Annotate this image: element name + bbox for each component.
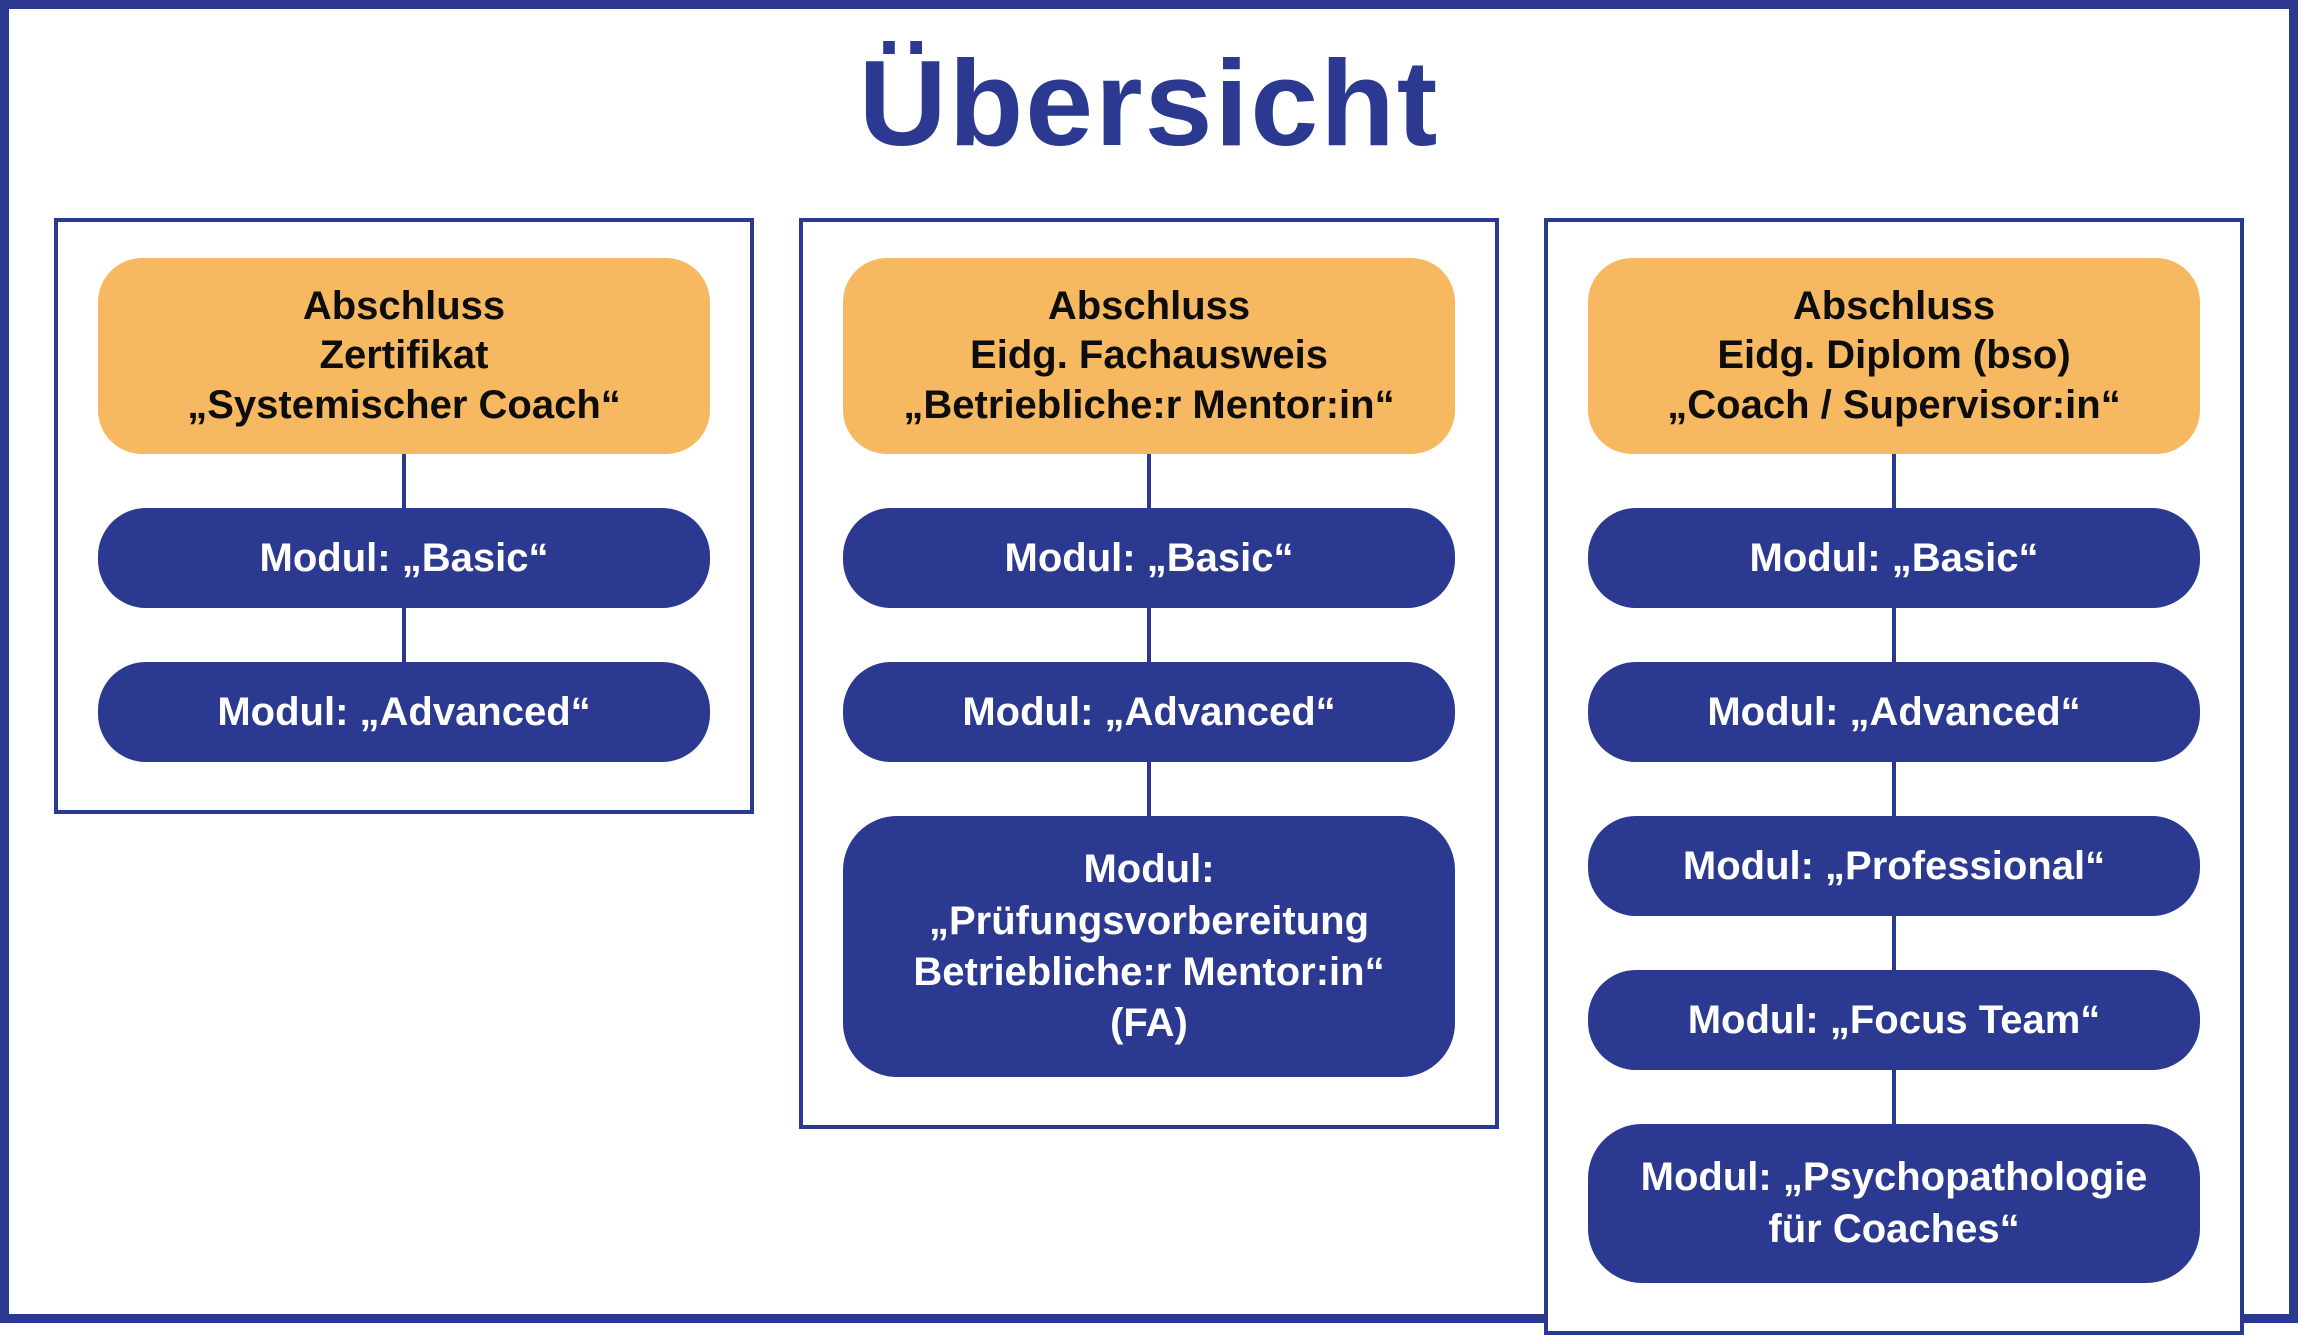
connector-line: [402, 608, 406, 663]
header-line: „Betriebliche:r Mentor:in“: [903, 382, 1395, 427]
module-box: Modul: „Basic“: [843, 508, 1455, 609]
page-title: Übersicht: [858, 35, 1440, 171]
connector-line: [1892, 1070, 1896, 1125]
connector-line: [1892, 454, 1896, 509]
connector-line: [1892, 762, 1896, 817]
connector-line: [1892, 916, 1896, 971]
module-box: Modul: „Advanced“: [98, 662, 710, 763]
module-box: Modul: „Advanced“: [843, 662, 1455, 763]
header-line: Eidg. Diplom (bso): [1717, 333, 2071, 378]
module-box: Modul: „Basic“: [98, 508, 710, 609]
header-line: Abschluss: [1792, 283, 1996, 328]
module-line: Modul: „Professional“: [1682, 843, 2106, 888]
connector-line: [1147, 762, 1151, 817]
module-line: Modul: „Advanced“: [962, 689, 1336, 734]
module-line: (FA): [1110, 1000, 1188, 1045]
module-box: Modul: „Basic“: [1588, 508, 2200, 609]
header-line: Zertifikat: [319, 333, 489, 378]
module-box: Modul: „Professional“: [1588, 816, 2200, 917]
connector-line: [402, 454, 406, 509]
header-line: Abschluss: [302, 283, 506, 328]
module-line: Modul: „Basic“: [259, 535, 549, 580]
header-line: „Systemischer Coach“: [187, 382, 621, 427]
module-line: Modul: „Psychopathologie: [1640, 1155, 2148, 1200]
header-line: Eidg. Fachausweis: [970, 333, 1328, 378]
connector-line: [1147, 454, 1151, 509]
module-box: Modul: „Psychopathologie für Coaches“: [1588, 1124, 2200, 1283]
module-line: Modul: „Advanced“: [1707, 689, 2081, 734]
module-line: Modul: „Basic“: [1004, 535, 1294, 580]
module-line: Modul: „Advanced“: [217, 689, 591, 734]
module-line: Betriebliche:r Mentor:in“: [913, 949, 1385, 994]
module-box: Modul: „Focus Team“: [1588, 970, 2200, 1071]
connector-line: [1892, 608, 1896, 663]
module-box: Modul: „Advanced“: [1588, 662, 2200, 763]
module-line: Modul: „Focus Team“: [1687, 997, 2101, 1042]
header-line: „Coach / Supervisor:in“: [1667, 382, 2121, 427]
module-line: Modul: „Basic“: [1749, 535, 2039, 580]
connector-line: [1147, 608, 1151, 663]
header-line: Abschluss: [1047, 283, 1251, 328]
module-line: Modul:: [1083, 847, 1215, 892]
module-line: „Prüfungsvorbereitung: [928, 898, 1370, 943]
module-line: für Coaches“: [1768, 1206, 2020, 1251]
